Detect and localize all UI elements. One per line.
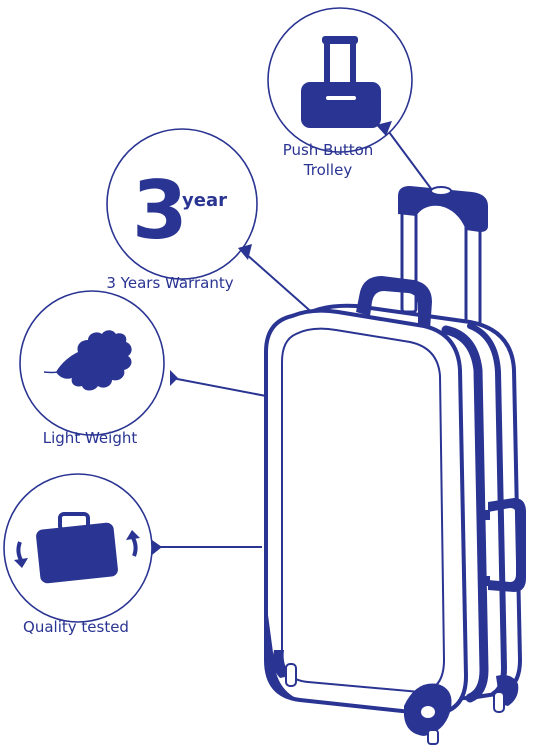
- callout-lines: [160, 127, 433, 548]
- pointer-weight: [170, 370, 178, 386]
- pointer-warranty: [238, 244, 252, 260]
- trolley-bag-icon: [301, 36, 381, 128]
- warranty-label: 3 Years Warranty: [106, 274, 234, 292]
- trolley-handle: [398, 186, 488, 232]
- callout-line-trolley: [385, 127, 433, 191]
- trolley-circle: [267, 7, 413, 153]
- warranty-circle: [106, 128, 258, 280]
- warranty-badge-icon: 3 year: [132, 164, 227, 257]
- suitcase-illustration: [264, 186, 526, 745]
- quality-tested-label: Quality tested: [23, 618, 129, 636]
- warranty-big-number: 3: [132, 164, 188, 257]
- callout-line-weight: [171, 377, 267, 397]
- trolley-label-line1: Push Button: [282, 141, 374, 159]
- pointer-quality: [152, 540, 162, 555]
- callout-pointers: [152, 121, 392, 555]
- side-handle: [488, 498, 526, 592]
- warranty-suffix: year: [182, 190, 227, 211]
- trolley-label-line2: Trolley: [303, 161, 353, 179]
- suitcase-front-shell: [264, 308, 468, 716]
- top-carry-handle: [356, 276, 432, 330]
- pointer-trolley: [376, 121, 392, 136]
- suitcase-wheels: [272, 650, 519, 745]
- light-weight-label: Light Weight: [42, 429, 138, 447]
- callout-line-warranty: [245, 253, 317, 317]
- trolley-label: Push Button Trolley: [258, 140, 398, 180]
- leaf-icon: [43, 330, 132, 391]
- briefcase-rotate-icon: [14, 512, 140, 584]
